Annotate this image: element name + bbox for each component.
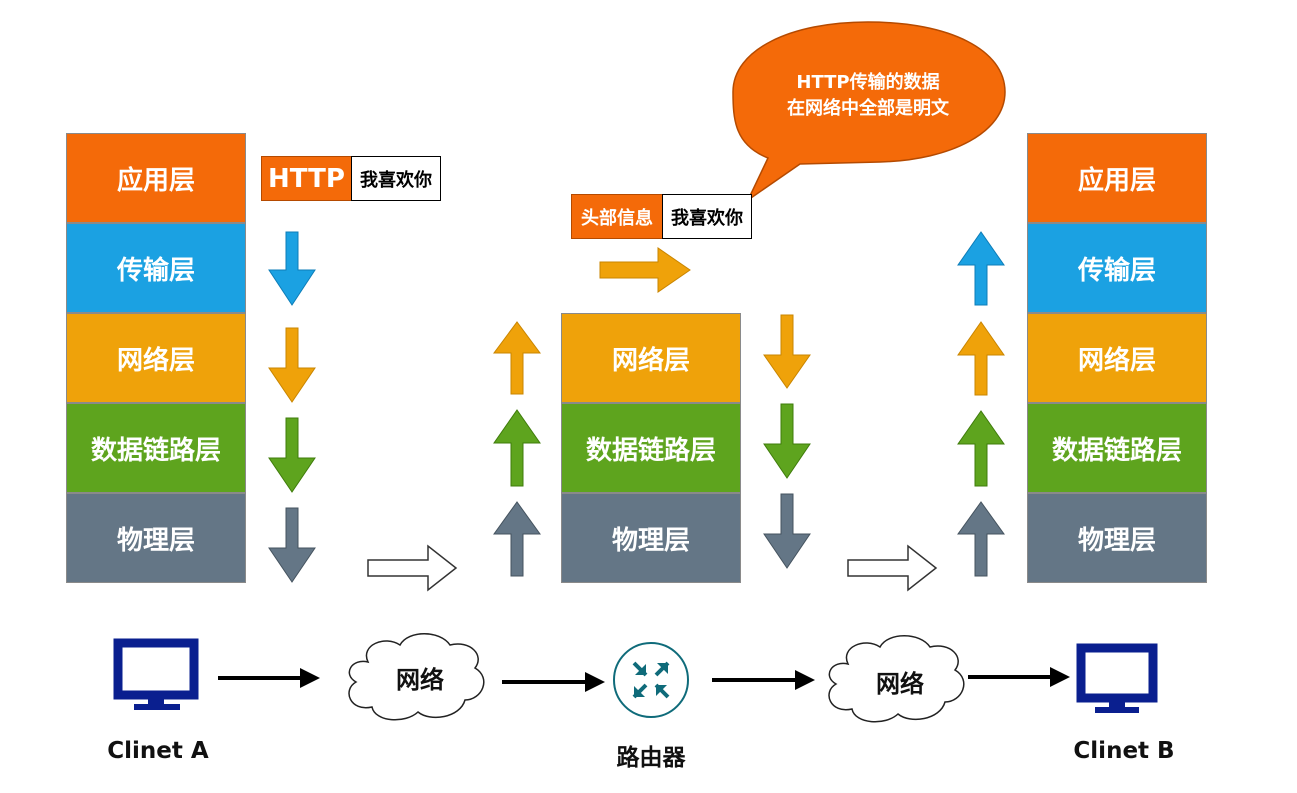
- layer-label: 网络层: [611, 345, 690, 376]
- arrow-up-gray-3: [957, 501, 1005, 577]
- arrow-down-gray-2: [763, 493, 811, 569]
- arrow-up-green: [493, 409, 541, 487]
- network-label-1: 网络: [396, 666, 444, 694]
- layer-label: 物理层: [1077, 525, 1156, 556]
- bottom-arrow-2: [502, 672, 605, 692]
- layer-label: 数据链路层: [90, 435, 221, 466]
- client-b-label: Clinet B: [1073, 738, 1175, 764]
- right-network-layer: 网络层: [1027, 313, 1207, 403]
- arrow-down-orange-2: [763, 314, 811, 389]
- right-application-layer: 应用层: [1027, 133, 1207, 223]
- arrow-up-orange: [493, 321, 541, 395]
- left-transport-layer: 传输层: [66, 223, 246, 313]
- right-datalink-layer: 数据链路层: [1027, 403, 1207, 493]
- arrow-down-green-2: [763, 403, 811, 479]
- left-network-layer: 网络层: [66, 313, 246, 403]
- cloud-icon: [828, 635, 965, 723]
- layer-label: 物理层: [611, 525, 690, 556]
- packet-transport-header: 头部信息: [571, 194, 663, 239]
- arrow-up-orange-3: [957, 321, 1005, 396]
- router-icon: [613, 642, 689, 718]
- right-physical-layer: 物理层: [1027, 493, 1207, 583]
- router-label: 路由器: [616, 745, 686, 771]
- bubble-line-2: 在网络中全部是明文: [787, 98, 949, 119]
- right-transport-layer: 传输层: [1027, 223, 1207, 313]
- packet-http-header: HTTP: [261, 156, 352, 201]
- left-datalink-layer: 数据链路层: [66, 403, 246, 493]
- packet-http-body: 我喜欢你: [351, 156, 441, 201]
- layer-label: 网络层: [116, 345, 195, 376]
- bottom-arrow-1: [218, 668, 320, 688]
- arrow-down-blue: [268, 231, 316, 306]
- arrow-down-orange: [268, 327, 316, 403]
- arrow-up-blue-3: [957, 231, 1005, 306]
- layer-label: 传输层: [116, 255, 195, 286]
- layer-label: 应用层: [1077, 165, 1156, 196]
- bottom-arrow-4: [968, 667, 1070, 687]
- layer-label: 传输层: [1077, 255, 1156, 286]
- arrow-up-green-3: [957, 410, 1005, 487]
- layer-label: 应用层: [116, 165, 195, 196]
- speech-bubble: [732, 21, 1006, 203]
- client-a-label: Clinet A: [107, 738, 209, 764]
- network-label-2: 网络: [876, 670, 924, 698]
- layer-label: 网络层: [1077, 345, 1156, 376]
- router-network-layer: 网络层: [561, 313, 741, 403]
- bottom-arrow-3: [712, 670, 815, 690]
- arrow-up-gray: [493, 501, 541, 577]
- layer-label: 数据链路层: [585, 435, 716, 466]
- monitor-icon: [1076, 643, 1158, 713]
- monitor-icon: [113, 638, 199, 710]
- speech-bubble-text: HTTP传输的数据 在网络中全部是明文: [755, 70, 981, 122]
- arrow-down-gray: [268, 507, 316, 583]
- packet-transport-body: 我喜欢你: [662, 194, 752, 239]
- layer-label: 物理层: [116, 525, 195, 556]
- arrow-right-orange: [599, 247, 691, 293]
- bubble-line-1: HTTP传输的数据: [796, 72, 940, 93]
- hollow-arrow-2: [847, 544, 938, 592]
- hollow-arrow-1: [367, 544, 458, 592]
- arrow-down-green: [268, 417, 316, 493]
- layer-label: 数据链路层: [1051, 435, 1182, 466]
- left-physical-layer: 物理层: [66, 493, 246, 583]
- cloud-icon: [348, 633, 485, 721]
- router-physical-layer: 物理层: [561, 493, 741, 583]
- left-application-layer: 应用层: [66, 133, 246, 223]
- router-datalink-layer: 数据链路层: [561, 403, 741, 493]
